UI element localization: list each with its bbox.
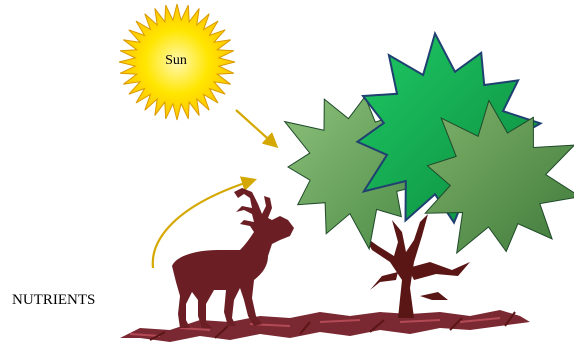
- sun-label: Sun: [165, 53, 187, 68]
- leaf-cluster-right: [425, 101, 574, 254]
- sun: Sun: [119, 4, 235, 120]
- tree-canopy: [285, 34, 574, 254]
- nutrients-label: NUTRIENTS: [12, 292, 95, 308]
- sunlight-arrow: [236, 110, 276, 146]
- tree-trunk: [364, 214, 470, 318]
